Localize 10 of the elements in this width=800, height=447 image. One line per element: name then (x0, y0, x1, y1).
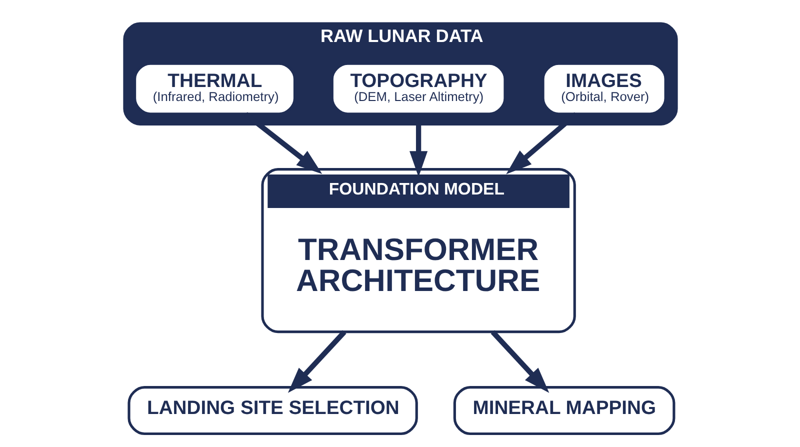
node-box: FOUNDATION MODEL TRANSFORMER ARCHITECTURE (260, 168, 576, 334)
arrow (506, 112, 578, 174)
node-box: IMAGES (Orbital, Rover) (541, 62, 666, 116)
node-box: LANDING SITE SELECTION (127, 386, 418, 436)
node-box: THERMAL (Infrared, Radiometry) (133, 62, 296, 116)
node-box: TOPOGRAPHY (DEM, Laser Altimetry) (330, 62, 506, 116)
arrow (490, 330, 549, 393)
node-box: MINERAL MAPPING (452, 386, 675, 436)
arrow (244, 112, 322, 174)
arrow (287, 330, 346, 393)
